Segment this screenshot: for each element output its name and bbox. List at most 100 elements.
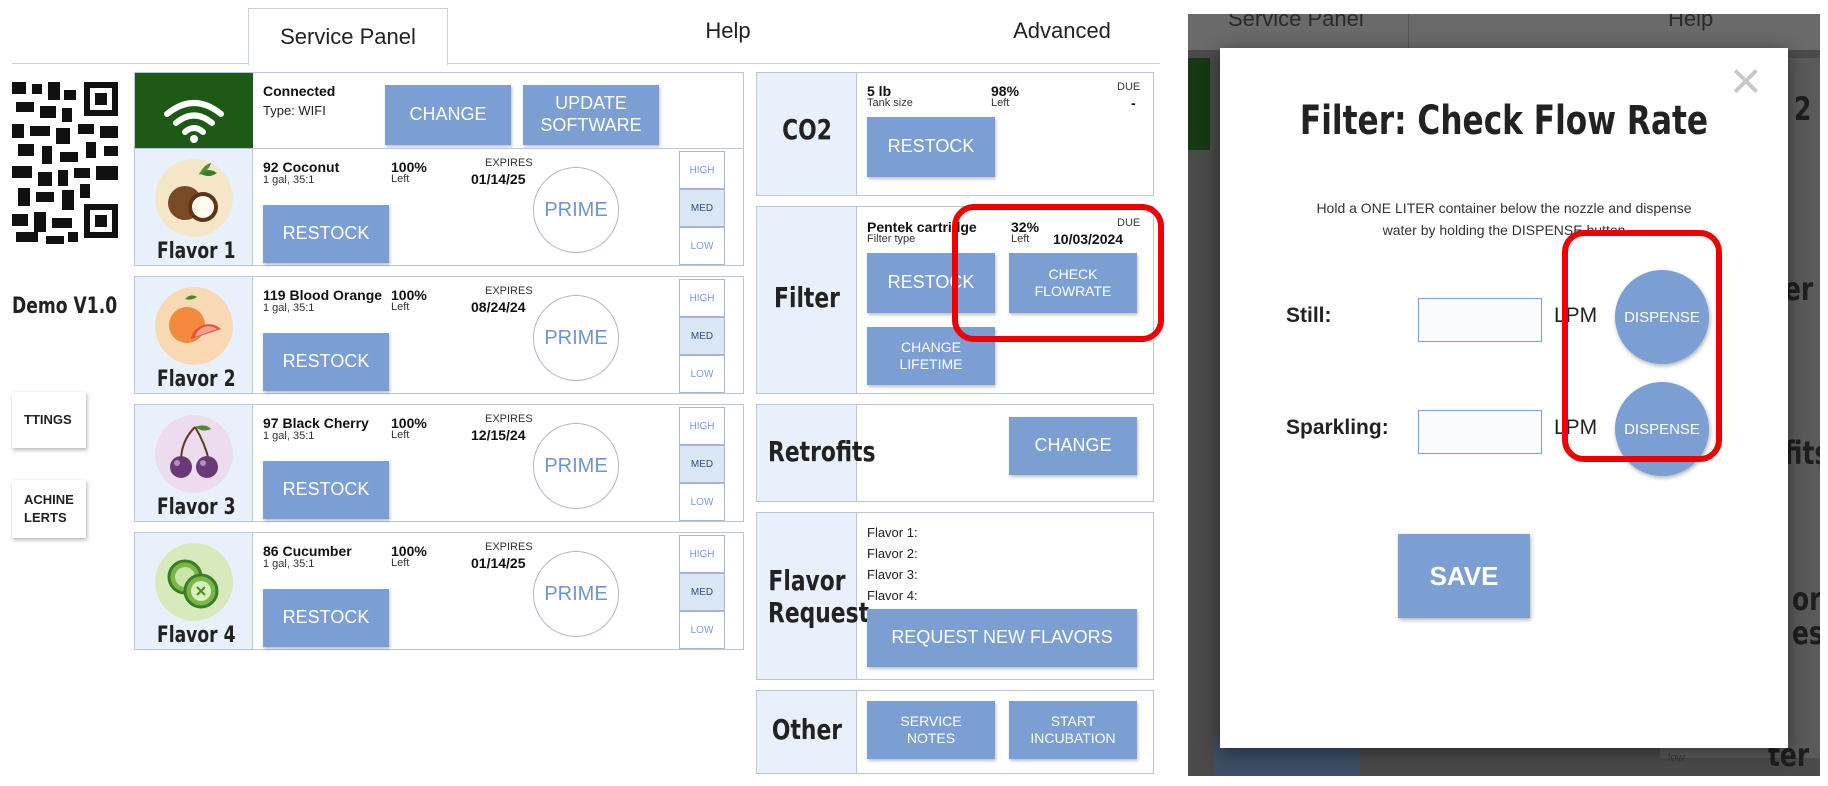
- flavor-request-title: Flavor Request: [768, 564, 870, 630]
- flavor-prime-button[interactable]: PRIME: [533, 551, 619, 637]
- flavor-expires-label: EXPIRES: [485, 157, 533, 169]
- cucumber-illustration: [155, 543, 233, 621]
- bg-fragment-7: low: [1668, 752, 1685, 764]
- flavor-level-high[interactable]: HIGH: [679, 535, 725, 573]
- flavor-level-low[interactable]: LOW: [679, 611, 725, 649]
- flavor-level-low[interactable]: LOW: [679, 227, 725, 265]
- tab-service-panel[interactable]: Service Panel: [248, 8, 448, 65]
- flavor-restock-button[interactable]: RESTOCK: [263, 589, 389, 647]
- filter-type-label: Filter type: [867, 233, 916, 245]
- flavor-request-line-3: Flavor 3:: [867, 567, 918, 582]
- flavor-restock-button[interactable]: RESTOCK: [263, 333, 389, 391]
- flavor-level-high[interactable]: HIGH: [679, 407, 725, 445]
- filter-panel: Filter Pentek cartridge Filter type 32% …: [756, 206, 1154, 394]
- modal-instructions: Hold a ONE LITER container below the noz…: [1316, 200, 1692, 238]
- flavor-left-label: Left: [391, 301, 410, 313]
- flavor-unit: 1 gal, 35:1: [263, 302, 315, 314]
- co2-due-label: DUE: [1117, 81, 1141, 93]
- other-header: Other: [757, 691, 857, 773]
- qr-code: [12, 80, 120, 260]
- flavor-level-low[interactable]: LOW: [679, 355, 725, 393]
- flavor-unit: 1 gal, 35:1: [263, 174, 315, 186]
- coconut-illustration: [155, 159, 233, 237]
- flavor-request-line-4: Flavor 4:: [867, 588, 918, 603]
- flavor-unit: 1 gal, 35:1: [263, 558, 315, 570]
- flavor-level-med[interactable]: MED: [679, 445, 725, 483]
- flavor-expires-label: EXPIRES: [485, 285, 533, 297]
- connection-status: Connected: [263, 83, 336, 99]
- co2-restock-button[interactable]: RESTOCK: [867, 117, 995, 177]
- flavor-percent: 100%: [391, 287, 427, 303]
- filter-header: Filter: [757, 207, 857, 393]
- bg-divider: [1408, 14, 1409, 50]
- filter-name: Pentek cartridge: [867, 219, 977, 235]
- other-title: Other: [771, 713, 843, 746]
- flavor-restock-button[interactable]: RESTOCK: [263, 461, 389, 519]
- still-flow-input[interactable]: [1418, 298, 1542, 342]
- bg-fragment-2: er: [1784, 270, 1814, 308]
- flavor-expires-date: 12/15/24: [471, 427, 526, 443]
- flavor-percent: 100%: [391, 543, 427, 559]
- co2-header: CO2: [757, 73, 857, 195]
- save-button[interactable]: SAVE: [1398, 534, 1530, 618]
- flavor-expires-date: 01/14/25: [471, 555, 526, 571]
- bg-tab-help: Help: [1668, 14, 1714, 31]
- settings-button[interactable]: TTINGS: [12, 392, 86, 448]
- co2-percent: 98%: [991, 83, 1020, 99]
- flavor-level-low[interactable]: LOW: [679, 483, 725, 521]
- start-incubation-button[interactable]: START INCUBATION: [1009, 701, 1137, 759]
- filter-percent: 32%: [1011, 219, 1040, 235]
- flavor-unit: 1 gal, 35:1: [263, 430, 315, 442]
- flavor-request-header: Flavor Request: [757, 513, 870, 679]
- flavor-level-high[interactable]: HIGH: [679, 151, 725, 189]
- change-connection-button[interactable]: CHANGE: [385, 85, 511, 145]
- flavor-name: 119 Blood Orange: [263, 287, 383, 303]
- check-flowrate-button[interactable]: CHECK FLOWRATE: [1009, 253, 1137, 313]
- tab-bar: [12, 8, 1160, 64]
- machine-alerts-button[interactable]: ACHINE LERTS: [12, 480, 86, 538]
- filter-due-label: DUE: [1117, 217, 1141, 229]
- flavor-prime-button[interactable]: PRIME: [533, 423, 619, 509]
- retrofits-change-button[interactable]: CHANGE: [1009, 417, 1137, 475]
- flavor-level-med[interactable]: MED: [679, 573, 725, 611]
- highlight-dispense-buttons: [1562, 230, 1722, 462]
- request-new-flavors-button[interactable]: REQUEST NEW FLAVORS: [867, 609, 1137, 667]
- flavor-expires-label: EXPIRES: [485, 413, 533, 425]
- flavor-header: Flavor 3: [135, 405, 253, 521]
- bg-fragment-5: es: [1792, 614, 1820, 652]
- flavor-level-med[interactable]: MED: [679, 317, 725, 355]
- co2-panel: CO2 5 lb Tank size 98% Left DUE - RESTOC…: [756, 72, 1154, 196]
- co2-title: CO2: [782, 113, 832, 146]
- flavor-level-med[interactable]: MED: [679, 189, 725, 227]
- right-screen: Service Panel Help 2 er fits or es ter l…: [1188, 14, 1820, 776]
- black-cherry-illustration: [155, 415, 233, 493]
- flavor-request-line-2: Flavor 2:: [867, 546, 918, 561]
- service-notes-button[interactable]: SERVICE NOTES: [867, 701, 995, 759]
- flavor-name: 97 Black Cherry: [263, 415, 369, 431]
- close-icon[interactable]: ×: [1730, 51, 1762, 111]
- update-software-button[interactable]: UPDATE SOFTWARE: [523, 85, 659, 145]
- sparkling-label: Sparkling:: [1286, 416, 1389, 439]
- modal-title: Filter: Check Flow Rate: [1299, 98, 1709, 144]
- flavor-expires-label: EXPIRES: [485, 541, 533, 553]
- filter-title: Filter: [774, 281, 840, 314]
- tab-advanced[interactable]: Advanced: [1013, 18, 1111, 43]
- left-screen: Service Panel Help Advanced Demo V1.0 TT…: [12, 8, 1164, 778]
- bg-fragment-3: fits: [1784, 434, 1820, 472]
- filter-due-date: 10/03/2024: [1053, 231, 1124, 247]
- flavor-expires-date: 01/14/25: [471, 171, 526, 187]
- flavor-restock-button[interactable]: RESTOCK: [263, 205, 389, 263]
- still-label: Still:: [1286, 304, 1332, 327]
- flavor-level-high[interactable]: HIGH: [679, 279, 725, 317]
- tab-help[interactable]: Help: [705, 18, 751, 43]
- still-dispense-button[interactable]: DISPENSE: [1615, 270, 1709, 364]
- flavor-prime-button[interactable]: PRIME: [533, 295, 619, 381]
- flavor-header: Flavor 1: [135, 149, 253, 265]
- flavor-prime-button[interactable]: PRIME: [533, 167, 619, 253]
- wifi-icon: [164, 100, 224, 143]
- sparkling-flow-input[interactable]: [1418, 410, 1542, 454]
- flavor-slot-label: Flavor 1: [157, 239, 236, 264]
